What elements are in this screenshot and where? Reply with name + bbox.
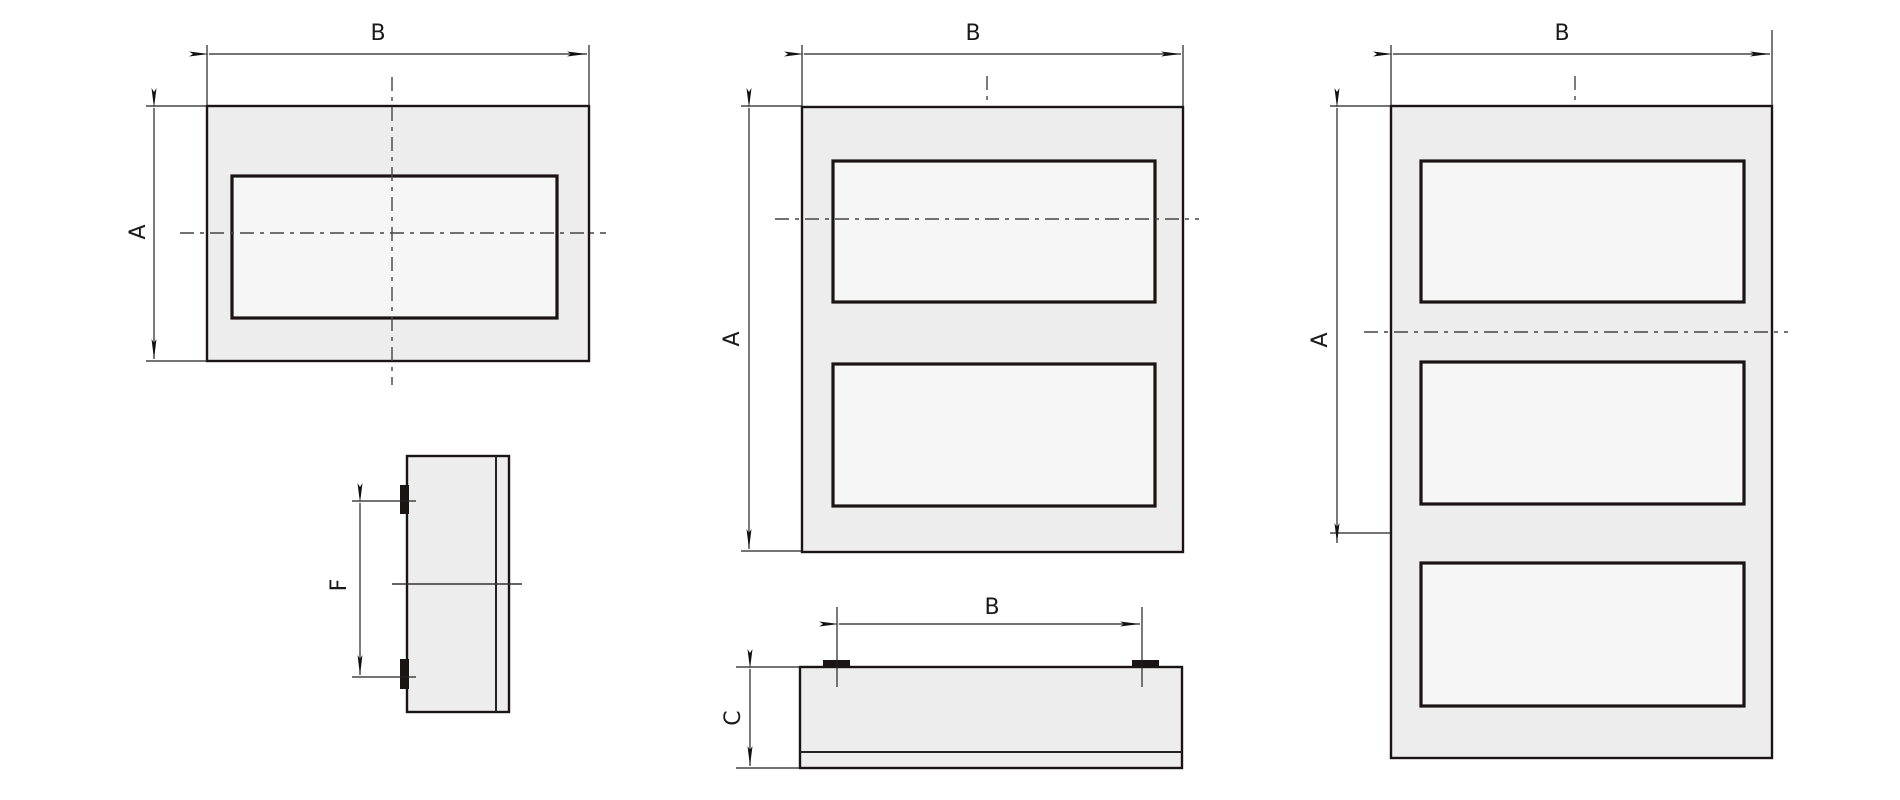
dimension-label-a: A	[1308, 332, 1333, 347]
dimension-label-c: C	[721, 710, 746, 725]
mounting-bracket-right	[1132, 660, 1159, 668]
front-view-single-window: B A	[126, 21, 606, 385]
depth-dimension-c: C	[721, 649, 800, 769]
dimension-label-b: B	[965, 21, 980, 46]
mounting-bracket-bottom	[400, 659, 409, 689]
mount-spacing-dimension-b: B	[819, 595, 1143, 687]
width-dimension-b: B	[1373, 21, 1773, 106]
top-view: B C	[721, 595, 1184, 770]
dimension-label-a: A	[126, 224, 151, 239]
dimension-label-a: A	[720, 331, 745, 346]
dimension-label-b: B	[370, 21, 385, 46]
height-dimension-a: A	[720, 88, 802, 552]
display-window-1	[831, 159, 1157, 304]
display-window	[230, 174, 559, 320]
width-dimension-b: B	[784, 21, 1184, 107]
dimension-label-b: B	[1554, 21, 1569, 46]
width-dimension-b: B	[189, 21, 590, 106]
height-dimension-a: A	[126, 88, 207, 362]
display-window-3	[1419, 561, 1746, 708]
display-window-2	[831, 362, 1157, 508]
display-window-1	[1419, 159, 1746, 304]
mounting-bracket-top	[400, 485, 409, 514]
front-view-double-window: B A	[720, 21, 1199, 554]
dimension-label-b: B	[984, 595, 999, 620]
side-view: F	[327, 454, 522, 714]
height-dimension-a: A	[1308, 88, 1391, 543]
display-window-2	[1419, 360, 1746, 506]
dimension-label-f: F	[327, 579, 352, 592]
front-view-triple-window: B A	[1308, 21, 1788, 760]
mount-spacing-dimension-f: F	[327, 483, 416, 678]
